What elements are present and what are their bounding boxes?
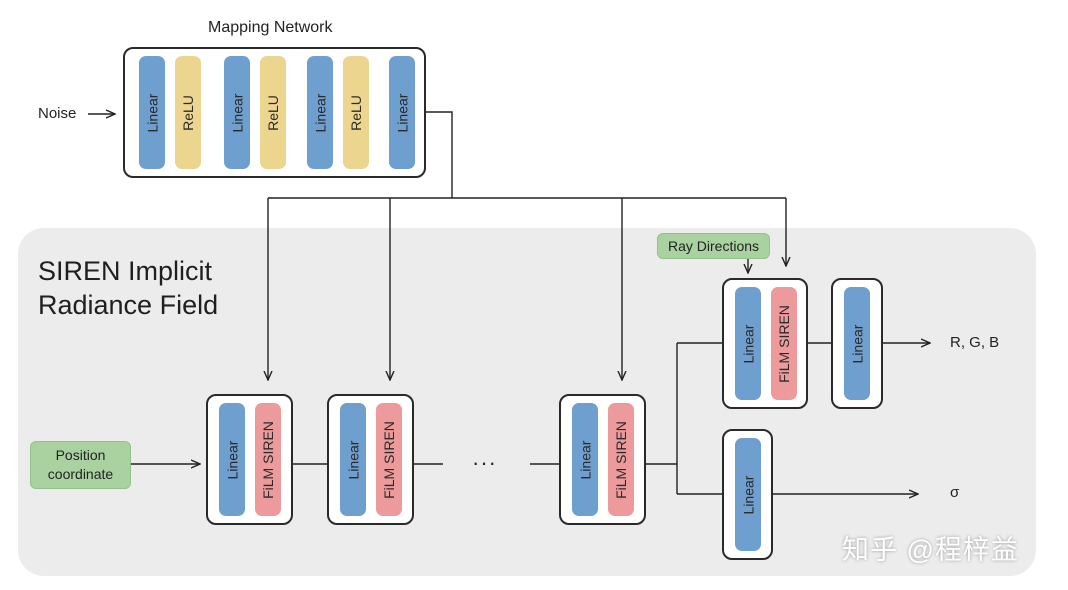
mapping-layer-4: ReLU bbox=[260, 56, 286, 169]
mapping-layer-1-label: Linear bbox=[144, 93, 161, 132]
siren-block-3-linear-label: Linear bbox=[577, 440, 594, 479]
mapping-layer-7-label: Linear bbox=[394, 93, 411, 132]
mapping-layer-3: Linear bbox=[224, 56, 250, 169]
mapping-layer-4-label: ReLU bbox=[265, 94, 282, 131]
siren-block-3-linear: Linear bbox=[572, 403, 598, 516]
siren-block-1-linear-label: Linear bbox=[224, 440, 241, 479]
siren-block-2-film: FiLM SIREN bbox=[376, 403, 402, 516]
ray-directions-tag: Ray Directions bbox=[657, 233, 770, 259]
color-head-film: FiLM SIREN bbox=[771, 287, 797, 400]
sigma-output-label: σ bbox=[950, 484, 960, 501]
siren-block-3-film-label: FiLM SIREN bbox=[613, 420, 630, 499]
density-head-linear: Linear bbox=[735, 438, 761, 551]
siren-block-3-film: FiLM SIREN bbox=[608, 403, 634, 516]
position-coordinate-line1: Position bbox=[55, 447, 106, 463]
mapping-layer-2: ReLU bbox=[175, 56, 201, 169]
color-output-linear: Linear bbox=[844, 287, 870, 400]
mapping-layer-7: Linear bbox=[389, 56, 415, 169]
color-head-film-label: FiLM SIREN bbox=[776, 304, 793, 383]
mapping-network-title: Mapping Network bbox=[208, 19, 333, 36]
siren-block-1-film: FiLM SIREN bbox=[255, 403, 281, 516]
position-coordinate-tag: Position coordinate bbox=[30, 441, 131, 489]
mapping-layer-5-label: Linear bbox=[312, 93, 329, 132]
noise-label: Noise bbox=[38, 105, 77, 122]
color-head-linear: Linear bbox=[735, 287, 761, 400]
siren-block-2-film-label: FiLM SIREN bbox=[381, 420, 398, 499]
mapping-layer-6-label: ReLU bbox=[348, 94, 365, 131]
mapping-layer-5: Linear bbox=[307, 56, 333, 169]
siren-title: SIREN Implicit Radiance Field bbox=[38, 254, 218, 322]
position-coordinate-line2: coordinate bbox=[47, 466, 114, 482]
color-head-linear-label: Linear bbox=[740, 324, 757, 363]
mapping-output-line bbox=[426, 111, 453, 198]
mapping-layer-2-label: ReLU bbox=[180, 94, 197, 131]
siren-block-2-linear: Linear bbox=[340, 403, 366, 516]
rgb-output-label: R, G, B bbox=[950, 334, 1000, 351]
mapping-layer-6: ReLU bbox=[343, 56, 369, 169]
watermark: 知乎 @程梓益 bbox=[842, 535, 1019, 565]
siren-block-2-linear-label: Linear bbox=[345, 440, 362, 479]
siren-block-1-film-label: FiLM SIREN bbox=[260, 420, 277, 499]
siren-block-1-linear: Linear bbox=[219, 403, 245, 516]
color-output-linear-label: Linear bbox=[849, 324, 866, 363]
density-head-linear-label: Linear bbox=[740, 475, 757, 514]
siren-title-line2: Radiance Field bbox=[38, 290, 219, 320]
mapping-layer-1: Linear bbox=[139, 56, 165, 169]
mapping-layer-3-label: Linear bbox=[229, 93, 246, 132]
siren-title-line1: SIREN Implicit bbox=[38, 256, 213, 286]
ellipsis: ··· bbox=[472, 450, 497, 475]
